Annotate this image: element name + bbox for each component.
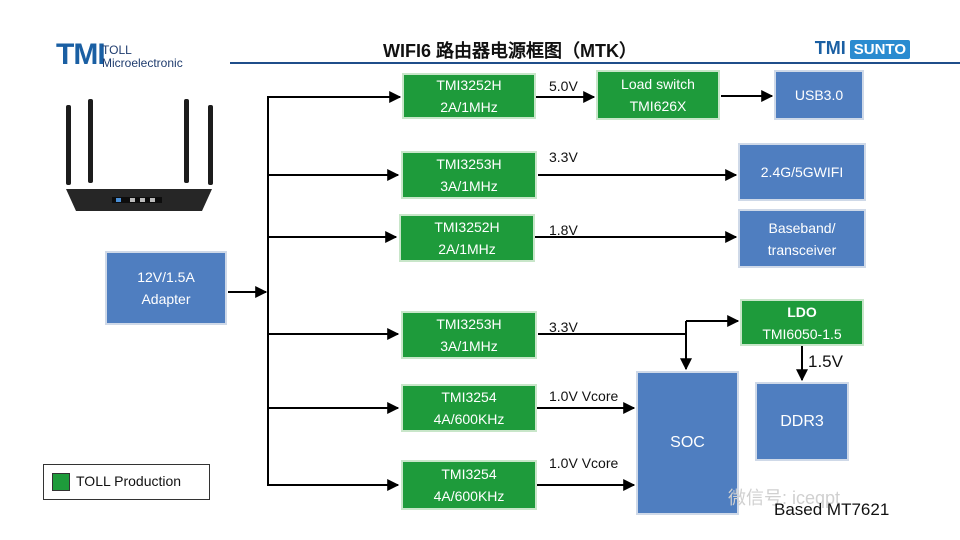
based-on-label: Based MT7621 — [774, 500, 890, 519]
regulator-box: TMI3252H 2A/1MHz — [402, 73, 536, 119]
voltage-label: 3.3V — [549, 319, 578, 335]
regulator-box: TMI3252H 2A/1MHz — [399, 214, 535, 262]
voltage-label: 1.0V Vcore — [549, 455, 619, 471]
ldo-part: TMI6050-1.5 — [762, 325, 842, 342]
regulator-spec: 2A/1MHz — [438, 241, 496, 257]
sunto-logo-mark: TMI — [814, 38, 846, 58]
baseband-box: Baseband/ transceiver — [738, 209, 866, 268]
toll-logo-text-2: Microelectronic — [102, 56, 183, 70]
router-image — [52, 93, 222, 218]
regulator-box: TMI3253H 3A/1MHz — [401, 151, 537, 199]
legend: TOLL Production — [43, 464, 210, 500]
load-switch-part: TMI626X — [629, 98, 687, 114]
soc-box: SOC — [636, 371, 739, 515]
regulator-name: TMI3252H — [436, 77, 502, 93]
ddr-box: DDR3 — [755, 382, 849, 461]
regulator-name: TMI3254 — [441, 389, 497, 405]
router-ports — [112, 197, 162, 203]
legend-swatch — [52, 473, 70, 491]
regulator-spec: 4A/600KHz — [433, 411, 505, 427]
toll-logo: TMI TOLL Microelectronic — [56, 36, 216, 76]
ldo-box: LDO TMI6050-1.5 — [740, 299, 864, 346]
toll-logo-mark: TMI — [56, 38, 106, 71]
regulator-spec: 3A/1MHz — [440, 178, 498, 194]
regulator-name: TMI3252H — [434, 219, 500, 235]
regulator-spec: 2A/1MHz — [440, 99, 498, 115]
sunto-logo-brand: SUNTO — [849, 40, 910, 59]
wechat-watermark: 微信号: iceqpt — [728, 488, 841, 508]
ldo-title: LDO — [787, 303, 817, 320]
regulator-name: TMI3253H — [436, 316, 502, 332]
ldo-voltage-label: 1.5V — [808, 352, 843, 371]
regulator-box: TMI3254 4A/600KHz — [401, 460, 537, 510]
regulator-box: TMI3253H 3A/1MHz — [401, 311, 537, 359]
router-antenna — [88, 99, 93, 183]
toll-logo-text-1: TOLL — [102, 43, 132, 57]
voltage-label: 5.0V — [549, 78, 578, 94]
regulator-name: TMI3254 — [441, 466, 497, 482]
wifi-box: 2.4G/5GWIFI — [738, 143, 866, 201]
usb-box: USB3.0 — [774, 70, 864, 120]
title-rule — [230, 62, 960, 64]
router-antenna — [184, 99, 189, 183]
page-title: WIFI6 路由器电源框图（MTK） — [383, 41, 637, 61]
regulator-spec: 4A/600KHz — [433, 488, 505, 504]
router-antenna — [208, 105, 213, 185]
legend-label: TOLL Production — [76, 473, 182, 489]
regulator-box: TMI3254 4A/600KHz — [401, 384, 537, 432]
voltage-label: 3.3V — [549, 149, 578, 165]
voltage-label: 1.0V Vcore — [549, 388, 619, 404]
router-antenna — [66, 105, 71, 185]
regulator-spec: 3A/1MHz — [440, 338, 498, 354]
adapter-box: 12V/1.5A Adapter — [105, 251, 227, 325]
voltage-label: 1.8V — [549, 222, 578, 238]
load-switch-title: Load switch — [621, 76, 695, 92]
toll-logo-text: TOLL Microelectronic — [102, 44, 183, 70]
regulator-name: TMI3253H — [436, 156, 502, 172]
